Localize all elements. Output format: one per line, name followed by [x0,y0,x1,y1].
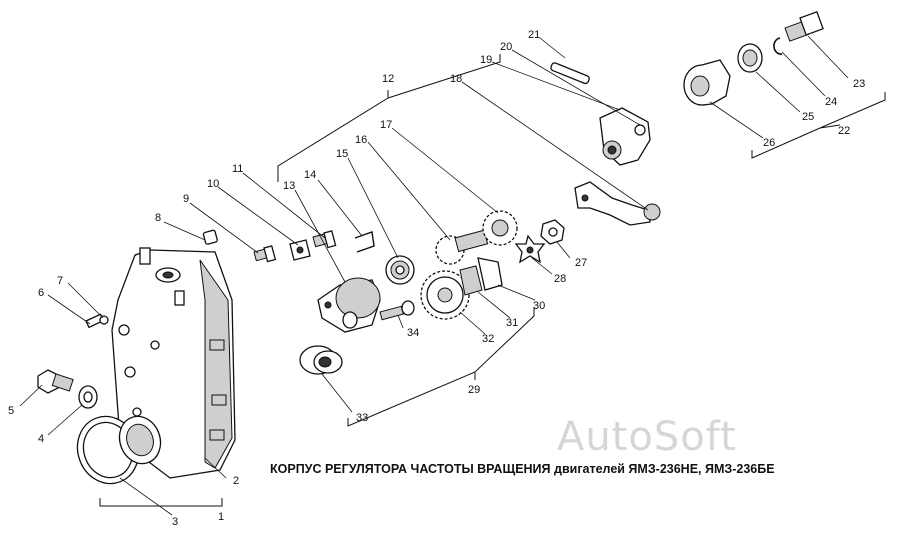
callout-24: 24 [825,96,837,108]
lever-20 [599,107,651,166]
bushing-33 [299,345,343,375]
nut-27 [540,219,565,245]
brace-22 [751,92,886,159]
callout-23: 23 [853,78,865,90]
callout-17: 17 [380,119,392,131]
bearing-15 [385,255,415,285]
callout-3: 3 [172,516,178,528]
callout-8: 8 [155,212,161,224]
callout-2: 2 [233,475,239,487]
callout-32: 32 [482,333,494,345]
brace-12 [277,54,501,182]
callout-4: 4 [38,433,44,445]
callout-13: 13 [283,180,295,192]
callout-31: 31 [506,317,518,329]
clip-14 [354,231,375,253]
watermark: AutoSoft [557,414,737,460]
plate-10 [289,239,311,261]
housing-seal-ring [76,415,162,485]
plug-11 [312,230,337,249]
bolt-34 [379,300,415,321]
washer-4 [78,385,98,409]
screw-6 [85,313,109,329]
pin-21 [550,62,590,85]
callout-26: 26 [763,137,775,149]
weight-30 [477,257,503,291]
callout-15: 15 [336,148,348,160]
callout-22: 22 [838,125,850,137]
diagram-caption: КОРПУС РЕГУЛЯТОРА ЧАСТОТЫ ВРАЩЕНИЯ двига… [270,462,810,476]
caption-suffix: двигателей ЯМЗ-236НЕ, ЯМЗ-236БЕ [554,462,775,476]
lever-18 [574,181,661,226]
weight-31 [459,265,483,296]
callout-14: 14 [304,169,316,181]
callout-6: 6 [38,287,44,299]
callout-7: 7 [57,275,63,287]
callout-12: 12 [382,73,394,85]
callout-1: 1 [218,511,224,523]
plug-8 [202,229,218,245]
callout-10: 10 [207,178,219,190]
callout-11: 11 [232,163,243,175]
bracket-13 [317,277,381,333]
shaft-23 [784,11,824,42]
callout-29: 29 [468,384,480,396]
leader-lines [19,35,849,516]
sleeve-26 [683,59,731,106]
gear-17 [482,210,518,246]
callout-27: 27 [575,257,587,269]
callout-9: 9 [183,193,189,205]
callout-labels: 1 2 3 4 5 6 7 8 9 10 11 12 13 14 15 16 1… [8,29,865,528]
callout-16: 16 [355,134,367,146]
callout-5: 5 [8,405,14,417]
caption-main: КОРПУС РЕГУЛЯТОРА ЧАСТОТЫ ВРАЩЕНИЯ [270,462,551,476]
callout-28: 28 [554,273,566,285]
callout-19: 19 [480,54,492,66]
brace-29 [347,308,535,427]
gear-32 [420,270,470,320]
ring-24 [773,37,783,55]
plug-9 [253,245,277,263]
star-28 [514,234,546,264]
callout-33: 33 [356,412,368,424]
bearing-25 [737,43,763,73]
callout-21: 21 [528,29,540,41]
callout-25: 25 [802,111,814,123]
callout-30: 30 [533,300,545,312]
callout-18: 18 [450,73,462,85]
callout-34: 34 [407,327,419,339]
callout-20: 20 [500,41,512,53]
bolt-5 [37,369,74,394]
brace-1 [99,498,223,507]
